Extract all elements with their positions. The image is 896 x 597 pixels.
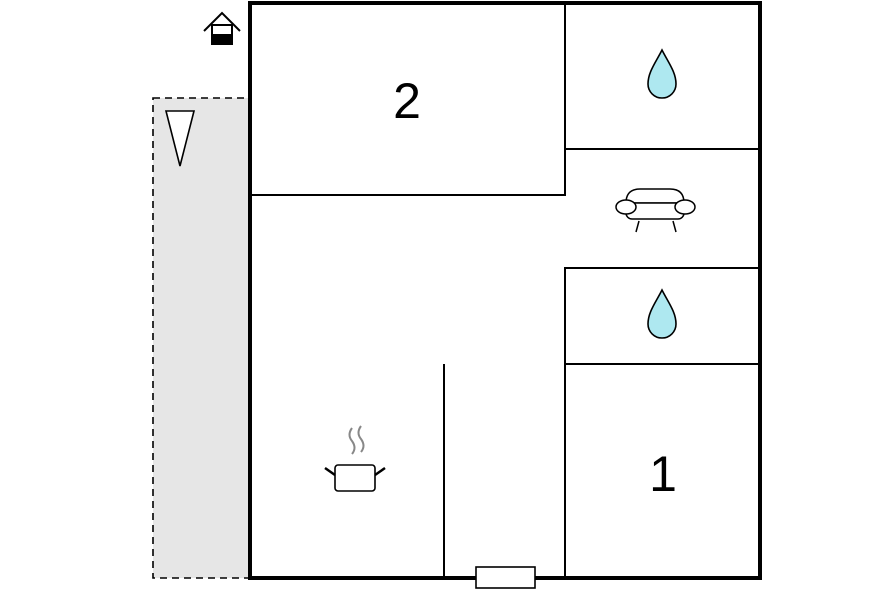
front-door xyxy=(475,566,536,589)
terrace-area xyxy=(152,97,251,579)
water-drop-icon xyxy=(647,48,677,99)
house-icon xyxy=(203,11,241,45)
water-drop-icon xyxy=(647,288,677,339)
sofa-icon xyxy=(615,188,696,233)
interior-walls xyxy=(250,3,760,578)
cooking-pot-icon xyxy=(324,425,386,492)
north-arrow-icon xyxy=(164,110,196,167)
room-label-bedroom-1: 1 xyxy=(649,446,677,502)
outer-wall xyxy=(248,1,762,580)
room-label-bedroom-2: 2 xyxy=(393,73,421,129)
